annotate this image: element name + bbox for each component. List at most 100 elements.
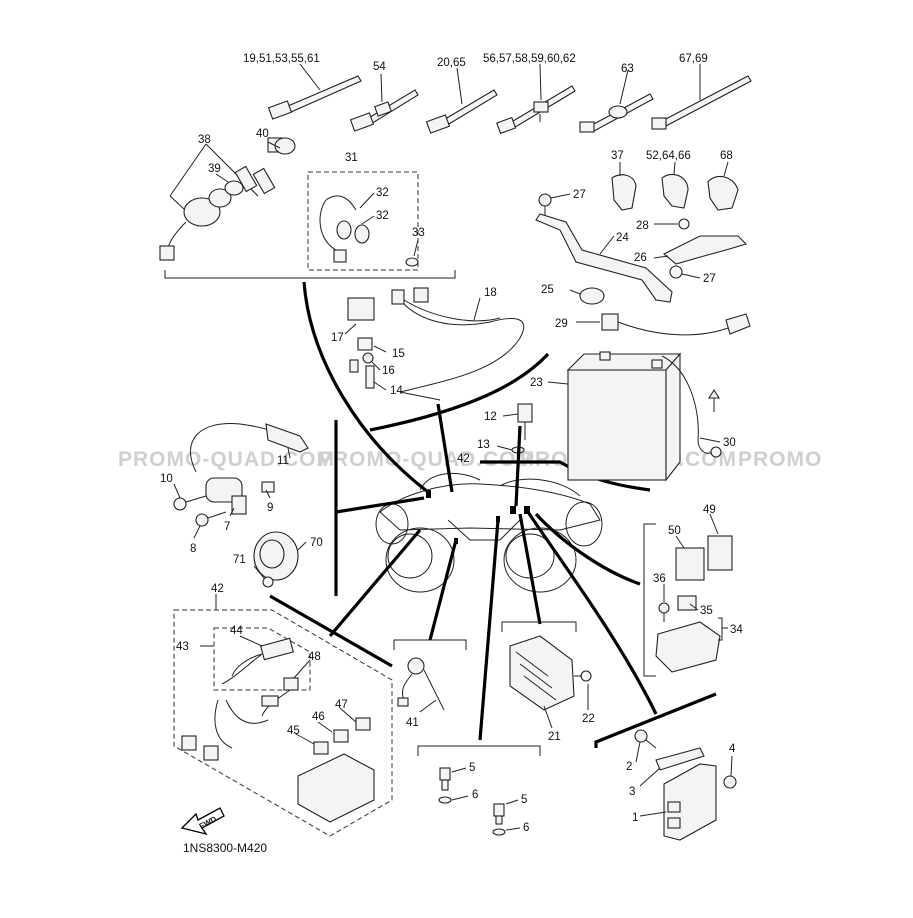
relay-cover: [677, 595, 697, 611]
switch: [407, 657, 425, 675]
sensor: [517, 403, 533, 423]
starter-cable: [617, 321, 729, 336]
leader-line: [496, 445, 513, 451]
bolt-shank: [185, 495, 207, 503]
callout-50: 50: [668, 525, 681, 537]
callout-37: 37: [611, 150, 624, 162]
callout-7: 7: [224, 521, 230, 533]
leader-line: [239, 635, 263, 647]
callout-1: 1: [632, 812, 638, 824]
group-bracket: [369, 352, 550, 432]
leader-line: [317, 721, 333, 733]
battery-bracket: [535, 213, 673, 303]
callout-12: 12: [484, 411, 497, 423]
atv-wheel-rear: [565, 501, 603, 547]
cable-band-clip: [533, 101, 549, 113]
group-bracket: [643, 523, 656, 677]
clamp: [707, 175, 739, 211]
leader-line: [287, 447, 291, 459]
switch-wire: [167, 221, 187, 249]
wire-harness: [399, 303, 525, 393]
atv-wheel-rim: [387, 533, 433, 579]
wire-harness: [399, 391, 441, 401]
leader-line: [373, 345, 387, 353]
leader-line: [653, 255, 669, 259]
callout-47: 47: [335, 699, 348, 711]
battery: [567, 369, 667, 481]
atv-mount-point: [496, 516, 500, 522]
sub-harness-coupler: [333, 249, 347, 263]
gasket: [492, 828, 506, 836]
callout-52: 52,64,66: [646, 150, 691, 162]
leader-line: [599, 235, 615, 255]
watermark-text: PROMO-QUAD.COM: [118, 448, 335, 471]
atv-body: [379, 483, 601, 531]
cable-band-head: [267, 100, 293, 120]
key: [234, 165, 258, 193]
bolt-shank: [645, 739, 657, 749]
callout-34: 34: [730, 624, 743, 636]
callout-2: 2: [626, 761, 632, 773]
callout-3: 3: [629, 786, 635, 798]
bolt: [669, 265, 683, 279]
leader-line: [730, 755, 733, 777]
leader-line: [547, 381, 569, 385]
wire-harness-group: [344, 287, 550, 432]
callout-35: 35: [700, 605, 713, 617]
battery-bracket-group: [535, 193, 748, 305]
fuse-wire: [221, 653, 263, 685]
leader-line: [344, 323, 357, 335]
callout-24: 24: [616, 232, 629, 244]
bolt: [262, 576, 274, 588]
main-switch-group: [159, 137, 456, 279]
cdi-connector: [667, 801, 681, 813]
cable-band-clip: [374, 101, 392, 117]
cable-band-group: [267, 63, 752, 135]
rectifier-fins: [515, 651, 557, 701]
group-bracket: [594, 692, 717, 748]
leader-line: [361, 215, 375, 225]
callout-40: 40: [256, 128, 269, 140]
bolt: [580, 670, 592, 682]
bracket-clip: [357, 337, 373, 351]
callout-38: 38: [198, 134, 211, 146]
washer: [362, 352, 374, 364]
leader-connector: [328, 528, 422, 638]
callout-20: 20,65: [437, 57, 466, 69]
clamp: [611, 174, 637, 211]
bolt: [538, 193, 552, 207]
switch-coupler: [397, 697, 409, 707]
leader-connector: [534, 512, 641, 586]
leader-line: [709, 513, 719, 535]
switch-wire: [401, 673, 413, 701]
leader-connector: [478, 519, 500, 741]
callout-32: 32: [376, 187, 389, 199]
sensor-stem: [441, 779, 449, 791]
callout-25: 25: [541, 284, 554, 296]
sub-harness-wire: [319, 195, 357, 251]
neutral-switch-group: [393, 639, 467, 713]
callout-18: 18: [484, 287, 497, 299]
leader-line: [299, 63, 321, 91]
key: [252, 167, 276, 195]
atv-wheel-rear: [375, 503, 409, 545]
atv-mount-point: [426, 490, 431, 498]
fuse: [333, 729, 349, 743]
sensor-group: [496, 403, 533, 454]
cable-band-head: [579, 121, 595, 133]
harness-wire: [214, 689, 291, 749]
leader-line: [699, 437, 721, 443]
leader-line: [380, 73, 383, 103]
callout-71: 71: [233, 554, 246, 566]
leader-line: [265, 489, 271, 499]
cdi-connector: [667, 817, 681, 829]
callout-29: 29: [555, 318, 568, 330]
battery-terminal: [599, 351, 611, 361]
leader-line: [297, 541, 307, 551]
callout-54: 54: [373, 61, 386, 73]
grommet: [405, 257, 419, 267]
diagram-code: 1NS8300-M420: [183, 841, 267, 855]
callout-27: 27: [703, 273, 716, 285]
leader-line: [339, 707, 357, 723]
callout-16: 16: [382, 365, 395, 377]
